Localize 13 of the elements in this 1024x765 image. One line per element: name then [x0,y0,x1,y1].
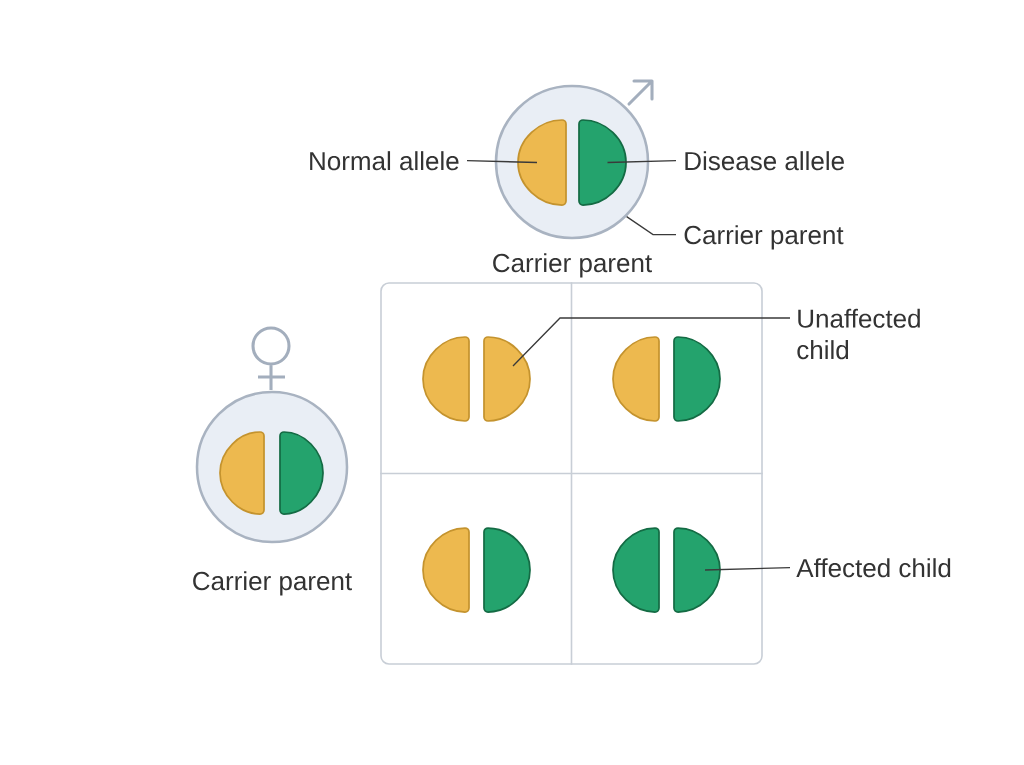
callout-label: Affected child [796,558,951,578]
parent-label: Carrier parent [493,253,652,278]
callout-label: Disease allele [685,151,844,171]
leader-line [704,566,791,571]
callout-label: Unaffected child [797,308,920,360]
leader-line [625,215,677,236]
leader-line [606,159,677,164]
callout-label: Carrier parent [684,225,844,250]
leader-line [512,317,791,367]
callout-label: Normal allele [310,151,459,171]
leader-line [466,159,538,164]
parent-label: Carrier parent [193,571,352,596]
punnett-square [379,281,764,666]
